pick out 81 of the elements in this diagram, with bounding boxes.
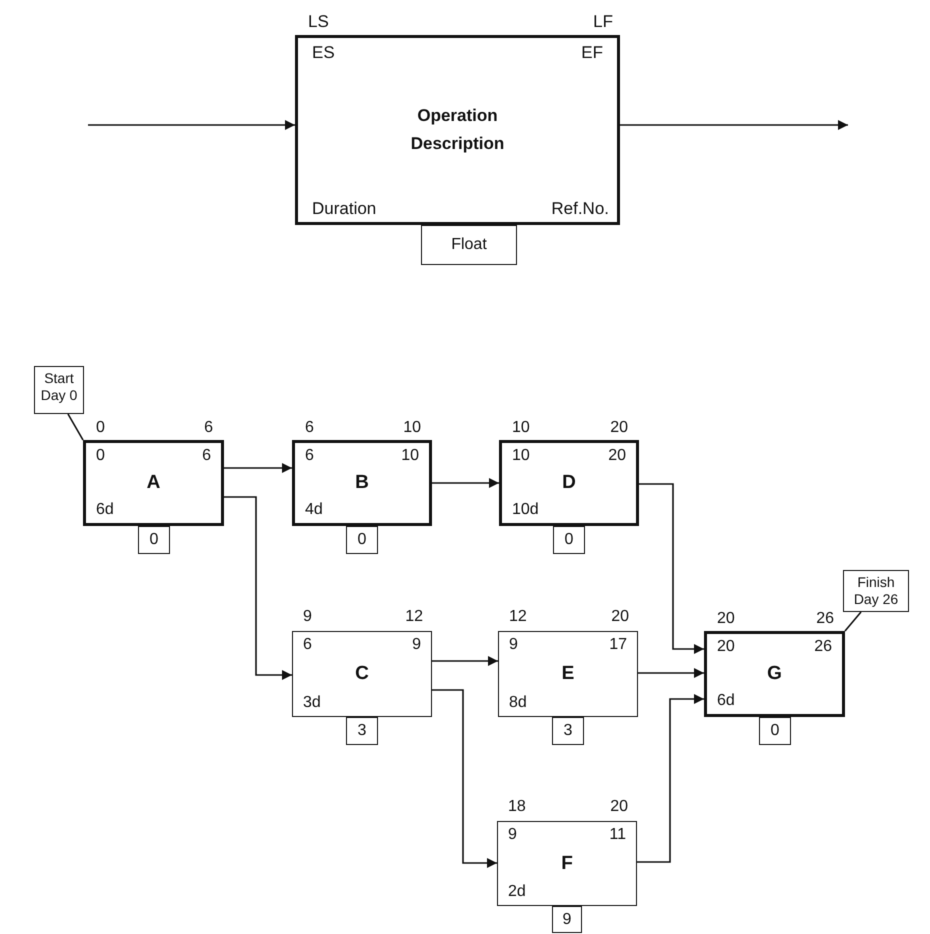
float-box bbox=[552, 906, 582, 933]
late-finish: 10 bbox=[403, 419, 421, 437]
early-start: 6 bbox=[305, 447, 314, 465]
early-finish: 10 bbox=[401, 447, 419, 465]
activity-name: B bbox=[354, 473, 370, 493]
early-finish: 11 bbox=[609, 826, 626, 844]
activity-name: Operation Description bbox=[410, 105, 506, 155]
arrow bbox=[639, 483, 704, 654]
early-start: 9 bbox=[509, 636, 518, 654]
late-start: 10 bbox=[512, 419, 530, 437]
float-box bbox=[346, 526, 378, 554]
callout-text: Finish Day 26 bbox=[854, 574, 898, 607]
activity-name: A bbox=[146, 473, 162, 493]
arrow bbox=[432, 689, 497, 868]
late-finish: 12 bbox=[405, 608, 423, 626]
early-start: 9 bbox=[508, 826, 517, 844]
early-start: 20 bbox=[717, 638, 735, 656]
early-start: 0 bbox=[96, 447, 105, 465]
late-finish: 20 bbox=[611, 608, 629, 626]
early-start: ES bbox=[312, 44, 335, 62]
float-box bbox=[552, 717, 584, 745]
float-value: 3 bbox=[564, 722, 572, 740]
early-finish: 26 bbox=[814, 638, 832, 656]
duration: 4d bbox=[305, 501, 323, 519]
float-value: 0 bbox=[564, 531, 574, 549]
callout-text: Start Day 0 bbox=[40, 370, 78, 403]
duration: 10d bbox=[512, 501, 539, 519]
late-finish: 26 bbox=[816, 610, 834, 628]
duration: 6d bbox=[717, 692, 735, 710]
float-value: 9 bbox=[562, 910, 572, 928]
late-start: 20 bbox=[717, 610, 735, 628]
arrow bbox=[432, 478, 499, 488]
early-finish: 20 bbox=[608, 447, 626, 465]
late-start: LS bbox=[308, 13, 329, 31]
activity-name: C bbox=[354, 664, 370, 684]
early-finish: 6 bbox=[202, 447, 211, 465]
float-value: 0 bbox=[358, 531, 366, 549]
late-finish: 6 bbox=[204, 419, 213, 437]
callout-box bbox=[843, 570, 909, 612]
duration: 3d bbox=[303, 694, 321, 712]
late-finish: LF bbox=[593, 13, 613, 31]
float-box bbox=[759, 717, 791, 745]
late-finish: 20 bbox=[610, 798, 628, 816]
early-start: 6 bbox=[303, 636, 312, 654]
float-box bbox=[138, 526, 170, 554]
float-box bbox=[346, 717, 378, 745]
arrow bbox=[224, 496, 292, 680]
callout-box bbox=[34, 366, 84, 414]
late-start: 18 bbox=[508, 798, 526, 816]
late-start: 9 bbox=[303, 608, 312, 626]
early-finish: 9 bbox=[412, 636, 421, 654]
activity-name: G bbox=[766, 664, 783, 684]
leader-line bbox=[67, 414, 84, 440]
arrow bbox=[224, 463, 292, 473]
arrow bbox=[432, 656, 498, 666]
activity-name: E bbox=[560, 664, 576, 684]
early-finish: 17 bbox=[609, 636, 627, 654]
arrow bbox=[638, 668, 704, 678]
reference-number: Ref.No. bbox=[551, 200, 609, 218]
float-value: 0 bbox=[150, 531, 158, 549]
duration: 6d bbox=[96, 501, 114, 519]
late-start: 6 bbox=[305, 419, 314, 437]
arrow bbox=[620, 120, 848, 130]
float-value: 0 bbox=[770, 722, 780, 740]
activity-name: F bbox=[560, 854, 574, 874]
float-box bbox=[421, 225, 517, 265]
arrow bbox=[637, 694, 704, 863]
early-finish: EF bbox=[581, 44, 603, 62]
float-box bbox=[553, 526, 585, 554]
late-start: 0 bbox=[96, 419, 105, 437]
duration: 8d bbox=[509, 694, 527, 712]
float-value: Float bbox=[451, 236, 487, 254]
duration: 2d bbox=[508, 883, 526, 901]
early-start: 10 bbox=[512, 447, 530, 465]
late-finish: 20 bbox=[610, 419, 628, 437]
duration: Duration bbox=[312, 200, 376, 218]
arrow bbox=[88, 120, 295, 130]
float-value: 3 bbox=[358, 722, 366, 740]
leader-line bbox=[844, 611, 862, 632]
late-start: 12 bbox=[509, 608, 527, 626]
activity-name: D bbox=[561, 473, 577, 493]
